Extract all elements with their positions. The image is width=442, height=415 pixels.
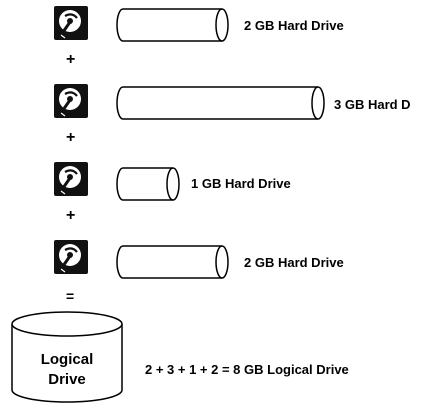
hard-drive-icon [52, 4, 90, 42]
plus-operator: + [66, 207, 75, 224]
drive-label: 2 GB Hard Drive [244, 18, 344, 33]
hard-drive-icon [52, 160, 90, 198]
drive-cylinder [116, 245, 229, 279]
drive-row-2: 3 GB Hard D [52, 82, 411, 120]
logical-drive-cylinder: Logical Drive [11, 311, 123, 403]
drive-label: 2 GB Hard Drive [244, 255, 344, 270]
plus-operator: + [66, 129, 75, 146]
capacity-equation: 2 + 3 + 1 + 2 = 8 GB Logical Drive [145, 362, 349, 377]
drive-label: 1 GB Hard Drive [191, 176, 291, 191]
logical-drive-label-line1: Logical [41, 351, 94, 368]
drive-label: 3 GB Hard D [334, 97, 411, 112]
drive-cylinder [116, 86, 325, 120]
drive-cylinder [116, 8, 229, 42]
hard-drive-icon [52, 82, 90, 120]
logical-drive-label-line2: Drive [48, 371, 86, 388]
equals-operator: = [66, 288, 74, 304]
plus-operator: + [66, 51, 75, 68]
drive-row-1: 2 GB Hard Drive [52, 4, 344, 42]
drive-row-3: 1 GB Hard Drive [52, 160, 291, 201]
hard-drive-icon [52, 238, 90, 276]
drive-cylinder [116, 167, 180, 201]
drive-row-4: 2 GB Hard Drive [52, 238, 344, 279]
